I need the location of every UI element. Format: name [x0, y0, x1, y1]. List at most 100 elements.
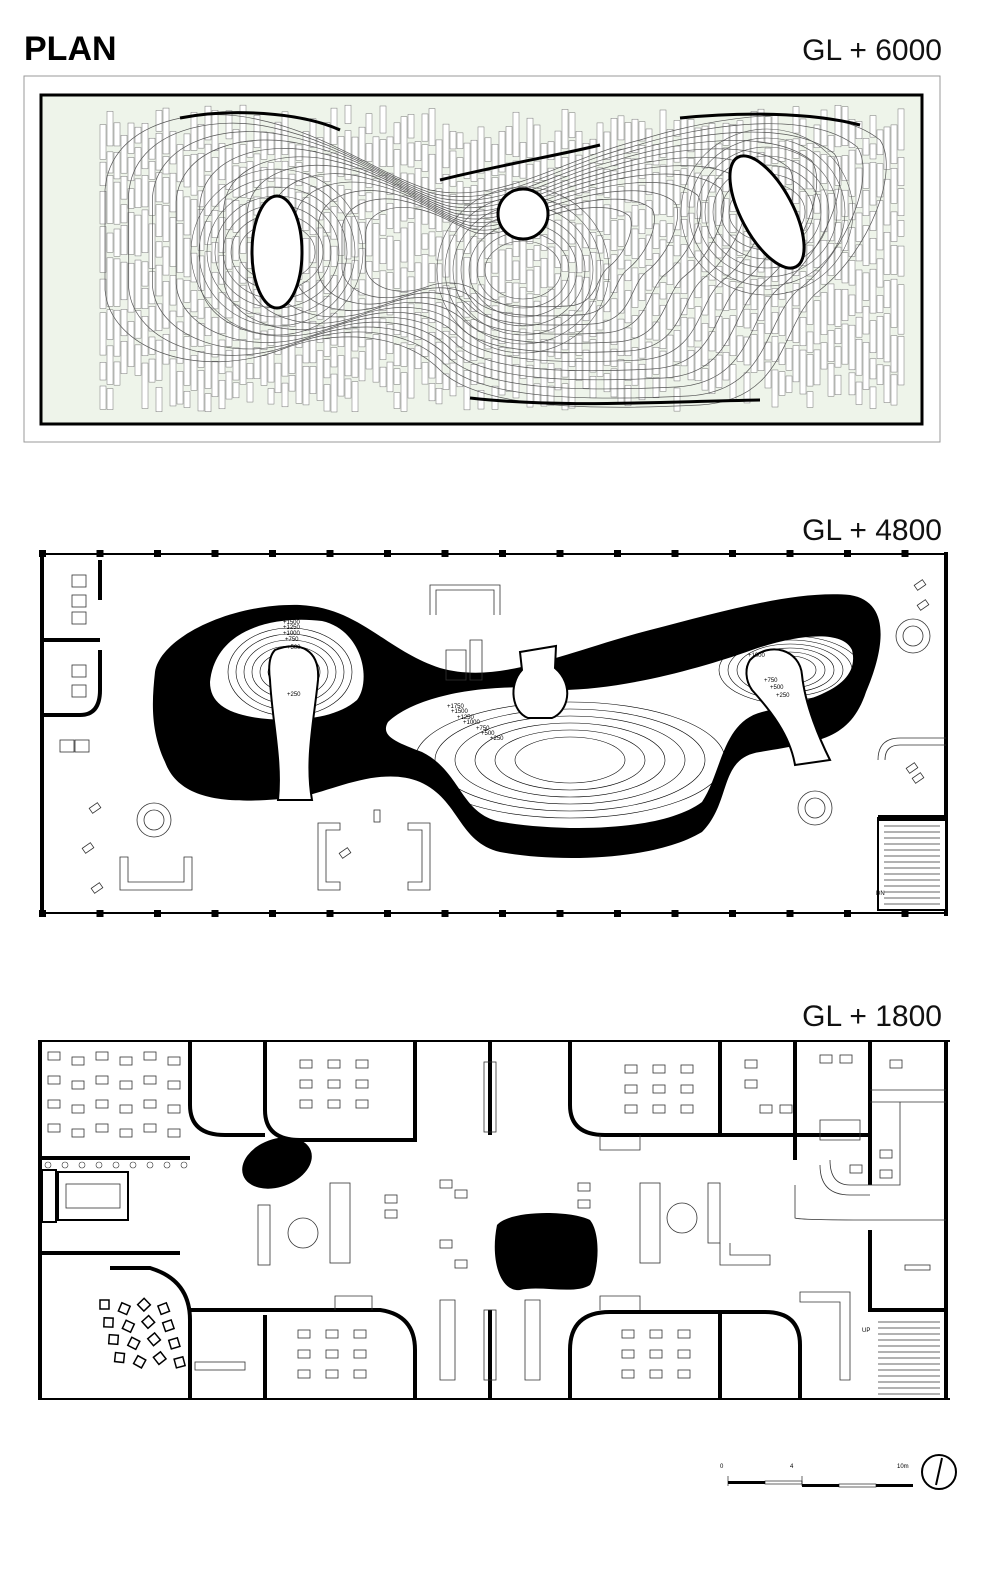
roof-slat: [855, 167, 863, 208]
roof-slat: [141, 362, 149, 409]
roof-contour-line: [712, 164, 822, 260]
roof-slat: [778, 306, 786, 336]
roof-slat: [442, 230, 450, 278]
roof-slat: [757, 108, 765, 144]
chair: [152, 1350, 168, 1366]
roof-slat: [862, 342, 870, 390]
table: [325, 1369, 339, 1379]
roof-slat: [869, 211, 877, 231]
roof-slat: [141, 288, 149, 309]
roof-slat: [519, 328, 527, 379]
roof-slat: [106, 111, 114, 147]
roof-slat: [869, 143, 877, 160]
stool: [146, 1161, 154, 1169]
roof-slat: [862, 225, 870, 266]
roof-slat: [806, 331, 814, 353]
roof-slat: [533, 300, 541, 324]
roof-slat: [645, 128, 653, 162]
roof-slat: [421, 113, 429, 142]
table: [353, 1349, 367, 1359]
roof-slat: [309, 118, 317, 148]
roof-slat: [162, 156, 170, 175]
roof-slat: [715, 178, 723, 226]
roof-slat: [225, 322, 233, 347]
roof-slat: [610, 170, 618, 219]
roof-slat: [512, 305, 520, 332]
roof-slat: [162, 107, 170, 155]
roof-slat: [260, 330, 268, 351]
roof-slat: [512, 282, 520, 303]
roof-slat: [281, 111, 289, 155]
roof-slat: [113, 228, 121, 257]
table: [621, 1329, 635, 1339]
roof-slat: [323, 153, 331, 182]
roof-slat: [414, 262, 422, 304]
roof-slat: [883, 232, 891, 275]
roof-slat: [169, 131, 177, 165]
roof-slat: [316, 137, 324, 173]
roof-slat: [883, 313, 891, 363]
stool: [78, 1161, 86, 1169]
roof-slat: [323, 266, 331, 294]
roof-slat: [120, 135, 128, 174]
chair: [99, 1299, 110, 1310]
roof-slat: [834, 246, 842, 280]
pillar-left: [268, 645, 320, 801]
contour-line: [514, 736, 626, 784]
roof-slat: [309, 186, 317, 236]
roof-slat: [624, 122, 632, 154]
roof-slat: [190, 112, 198, 151]
table: [95, 1075, 109, 1085]
scale-tick-4: 4: [790, 1464, 794, 1470]
table: [71, 1128, 85, 1138]
table: [47, 1051, 61, 1061]
column: [671, 550, 679, 557]
column: [154, 550, 161, 557]
roof-slat: [540, 143, 548, 181]
roof-slat: [708, 242, 716, 281]
contour-line: [454, 715, 686, 805]
roof-slat: [141, 175, 149, 208]
roof-slat: [148, 181, 156, 216]
roof-slat: [407, 303, 415, 345]
roof-contour-line: [294, 181, 702, 335]
roof-slat: [722, 318, 730, 346]
roof-contour-line: [270, 173, 725, 344]
table: [143, 1051, 157, 1061]
roof-slat: [246, 316, 254, 356]
table: [325, 1329, 339, 1339]
svg-text:+1000: +1000: [463, 720, 481, 726]
roof-slat: [134, 178, 142, 208]
roof-slat: [232, 200, 240, 233]
svg-text:+500: +500: [481, 731, 495, 737]
roof-slat: [813, 270, 821, 297]
column: [96, 550, 104, 557]
table: [47, 1123, 61, 1133]
table: [143, 1075, 157, 1085]
roof-slat: [295, 144, 303, 161]
table: [744, 1059, 758, 1069]
roof-slat: [372, 223, 380, 272]
roof-slat: [869, 238, 877, 265]
roof-slat: [442, 373, 450, 390]
roof-slat: [442, 123, 450, 169]
roof-slat: [386, 324, 394, 354]
table: [327, 1099, 341, 1109]
roof-slat: [204, 307, 212, 337]
scale-tick-0: 0: [720, 1464, 724, 1470]
roof-slat: [246, 363, 254, 380]
roof-slat: [99, 161, 107, 186]
table: [119, 1128, 133, 1138]
column: [39, 910, 46, 917]
roof-slat: [736, 335, 744, 362]
roof-slat: [792, 138, 800, 159]
roof-slat: [316, 279, 324, 320]
roof-slat: [512, 333, 520, 356]
roof-slat: [421, 144, 429, 172]
roof-slat: [302, 131, 310, 172]
table: [819, 1054, 833, 1064]
roof-slat: [701, 226, 709, 273]
roof-slat: [890, 168, 898, 204]
column: [556, 910, 564, 917]
